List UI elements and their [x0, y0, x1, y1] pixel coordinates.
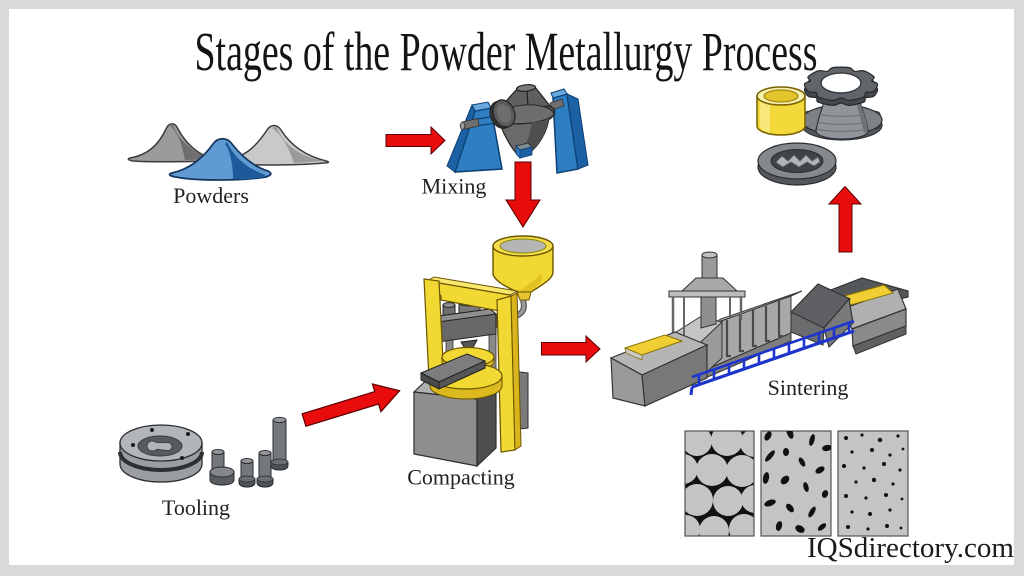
svg-text:Compacting: Compacting [407, 465, 515, 490]
svg-text:Mixing: Mixing [422, 174, 487, 199]
svg-text:Tooling: Tooling [162, 495, 230, 520]
svg-text:IQSdirectory.com: IQSdirectory.com [807, 532, 1014, 564]
svg-text:Stages of the Powder Metallurg: Stages of the Powder Metallurgy Process [195, 21, 818, 82]
svg-text:Powders: Powders [173, 183, 249, 208]
svg-text:Sintering: Sintering [768, 375, 849, 400]
